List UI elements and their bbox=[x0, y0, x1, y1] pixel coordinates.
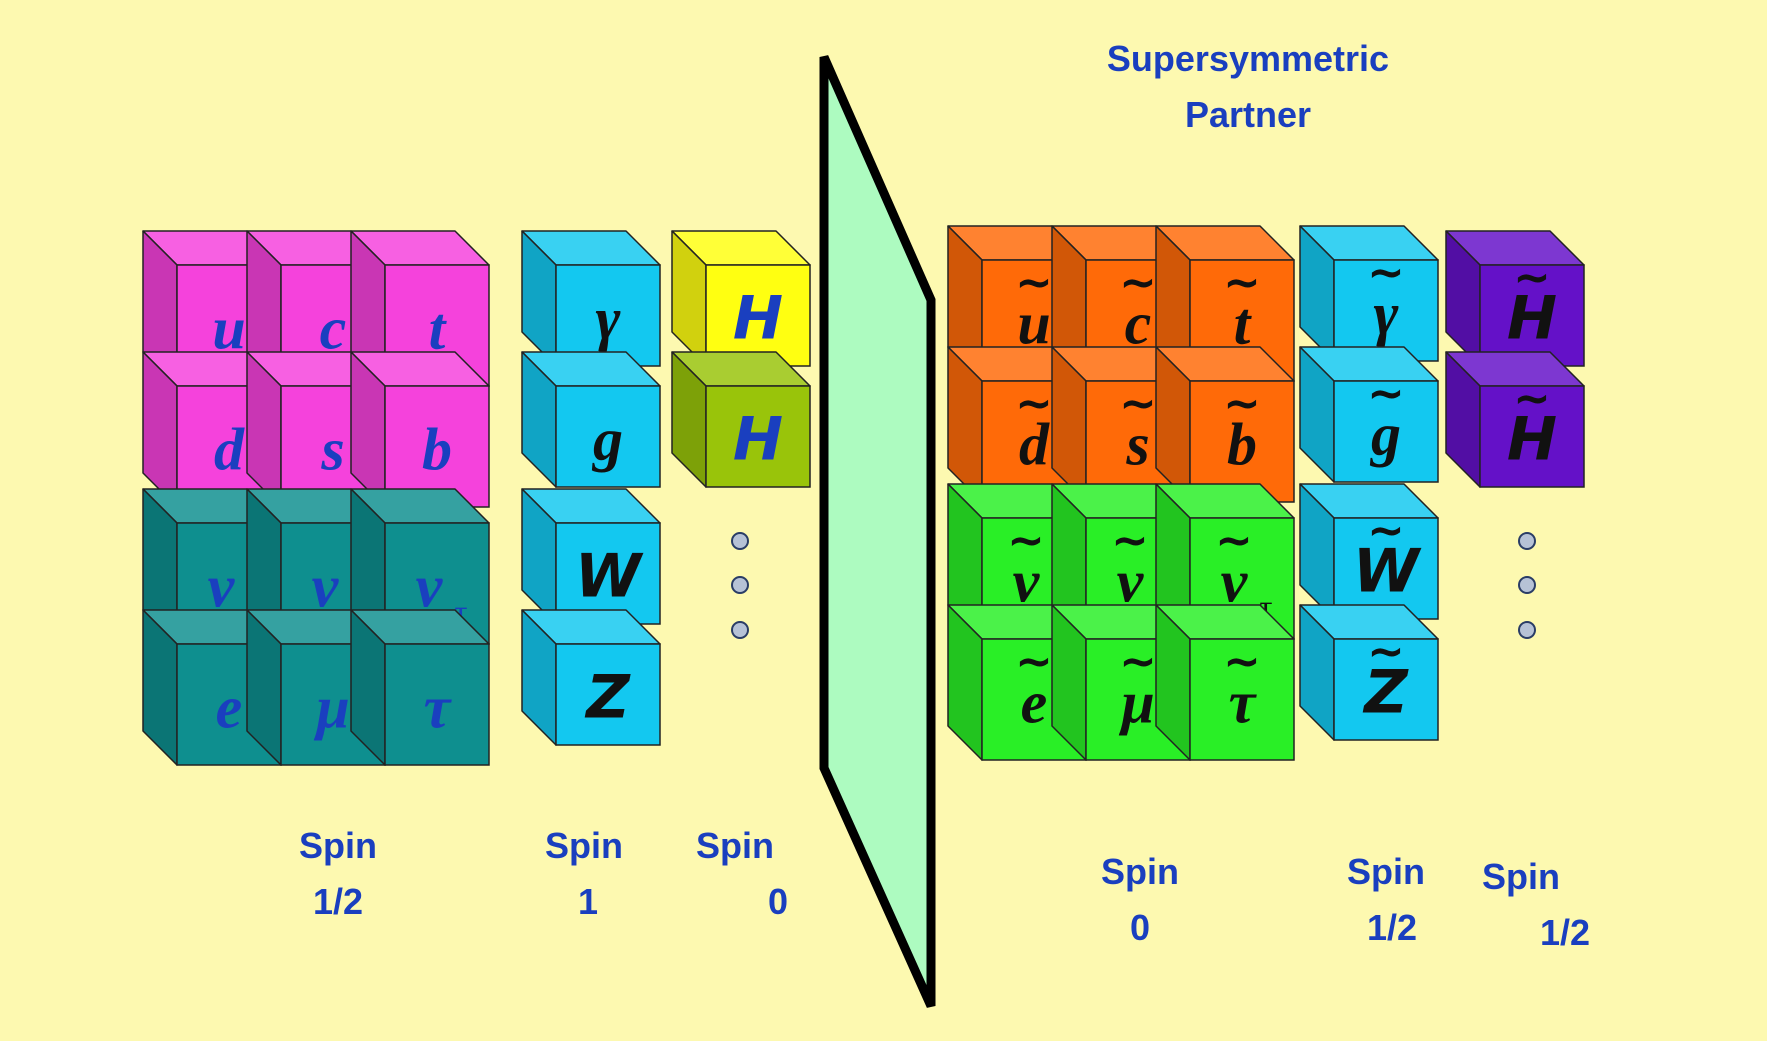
particle-symbol: e bbox=[216, 675, 243, 741]
particle-symbol: γ bbox=[596, 286, 621, 352]
tilde-mark: ~ bbox=[1119, 376, 1157, 429]
tilde-mark: ~ bbox=[1367, 503, 1405, 556]
spin-word: Spin bbox=[1482, 856, 1560, 897]
squark-block: u~c~t~d~s~b~ bbox=[948, 226, 1294, 502]
higgsino-cube: H~ bbox=[1446, 352, 1584, 487]
squark-cube: b~ bbox=[1156, 347, 1294, 502]
tilde-mark: ~ bbox=[1367, 366, 1405, 419]
spin-value: 1 bbox=[578, 881, 598, 922]
spin-value: 1/2 bbox=[1367, 907, 1417, 948]
tilde-mark: ~ bbox=[1223, 376, 1261, 429]
tilde-mark: ~ bbox=[1119, 255, 1157, 308]
tilde-mark: ~ bbox=[1367, 624, 1405, 677]
ellipsis-dot bbox=[732, 577, 748, 593]
particle-symbol: τ bbox=[424, 675, 453, 741]
gaugino-cube: W~ bbox=[1300, 484, 1438, 619]
higgsino-column: H~H~ bbox=[1446, 231, 1584, 487]
spin-word: Spin bbox=[1101, 851, 1179, 892]
particle-symbol: W bbox=[575, 542, 644, 612]
higgs-cube: H bbox=[672, 352, 810, 487]
particle-symbol: g bbox=[591, 407, 623, 473]
tilde-mark: ~ bbox=[1513, 371, 1551, 424]
particle-symbol: b bbox=[422, 417, 452, 483]
slepton-block: νe~νμ~ντ~e~μ~τ~ bbox=[948, 484, 1294, 760]
gauge-boson-cube: g bbox=[522, 352, 660, 487]
higgs-column: HH bbox=[672, 231, 810, 487]
gaugino-cube: Z~ bbox=[1300, 605, 1438, 740]
spin-value: 1/2 bbox=[313, 881, 363, 922]
spin-word: Spin bbox=[696, 825, 774, 866]
higgs-cube: H bbox=[672, 231, 810, 366]
particle-symbol: H bbox=[733, 284, 783, 354]
tilde-mark: ~ bbox=[1007, 513, 1045, 566]
particle-symbol: H bbox=[733, 405, 783, 475]
title-line-1: Supersymmetric bbox=[1107, 38, 1389, 79]
tilde-mark: ~ bbox=[1111, 513, 1149, 566]
tilde-mark: ~ bbox=[1367, 245, 1405, 298]
tilde-mark: ~ bbox=[1223, 634, 1261, 687]
spin-value: 0 bbox=[1130, 907, 1150, 948]
lepton-cube: τ bbox=[351, 610, 489, 765]
tilde-mark: ~ bbox=[1223, 255, 1261, 308]
spin-word: Spin bbox=[1347, 851, 1425, 892]
ellipsis-dot bbox=[1519, 533, 1535, 549]
title-line-2: Partner bbox=[1185, 94, 1311, 135]
particle-symbol: s bbox=[320, 417, 344, 483]
quark-cube: b bbox=[351, 352, 489, 507]
particle-symbol: d bbox=[214, 417, 245, 483]
tilde-mark: ~ bbox=[1015, 255, 1053, 308]
ellipsis-dot bbox=[732, 533, 748, 549]
ellipsis-dot bbox=[1519, 622, 1535, 638]
higgsino-cube: H~ bbox=[1446, 231, 1584, 366]
gauge-boson-cube: γ bbox=[522, 231, 660, 366]
tilde-mark: ~ bbox=[1215, 513, 1253, 566]
gaugino-cube: g~ bbox=[1300, 347, 1438, 482]
slepton-cube: τ~ bbox=[1156, 605, 1294, 760]
particle-symbol: μ bbox=[313, 675, 349, 741]
particle-symbol: Z bbox=[584, 663, 631, 733]
tilde-mark: ~ bbox=[1015, 634, 1053, 687]
tilde-mark: ~ bbox=[1015, 376, 1053, 429]
gaugino-cube: γ~ bbox=[1300, 226, 1438, 361]
ellipsis-dot bbox=[1519, 577, 1535, 593]
spin-word: Spin bbox=[299, 825, 377, 866]
gauge-boson-cube: Z bbox=[522, 610, 660, 745]
spin-value: 0 bbox=[768, 881, 788, 922]
spin-value: 1/2 bbox=[1540, 912, 1590, 953]
lepton-block: νeνμντeμτ bbox=[143, 489, 489, 765]
spin-word: Spin bbox=[545, 825, 623, 866]
ellipsis-dot bbox=[732, 622, 748, 638]
tilde-mark: ~ bbox=[1119, 634, 1157, 687]
gauge-boson-cube: W bbox=[522, 489, 660, 624]
tilde-mark: ~ bbox=[1513, 250, 1551, 303]
